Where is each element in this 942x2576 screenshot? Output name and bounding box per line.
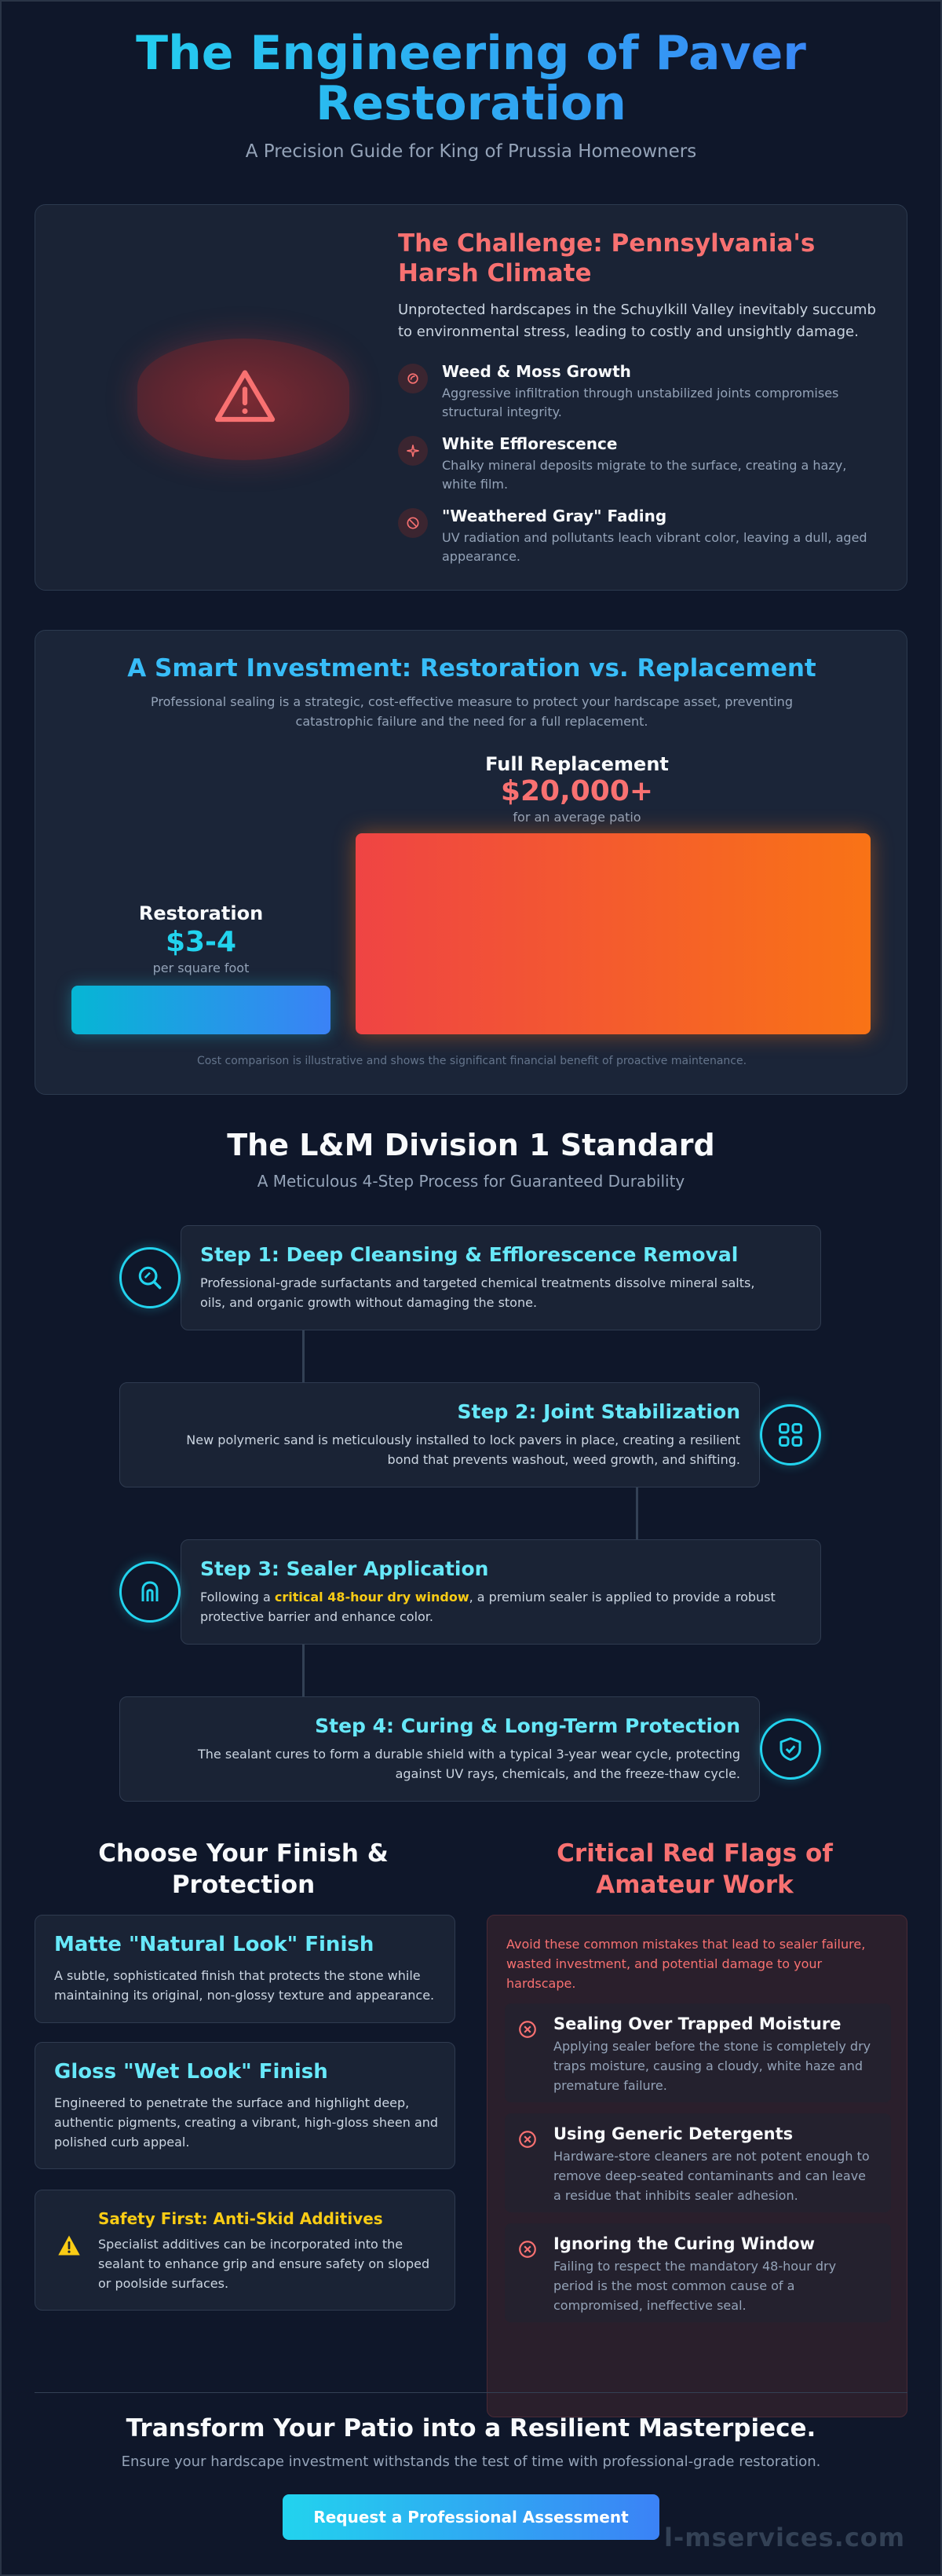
restoration-sub: per square foot <box>152 961 250 975</box>
timeline-connector <box>636 1487 638 1539</box>
investment-card: A Smart Investment: Restoration vs. Repl… <box>35 630 907 1095</box>
issue-description: Aggressive infiltration through unstabil… <box>442 386 839 419</box>
finish-option-description: A subtle, sophisticated finish that prot… <box>54 1968 435 2003</box>
process-step-1: Step 1: Deep Cleansing & Efflorescence R… <box>181 1225 821 1330</box>
step-description: Following a critical 48-hour dry window,… <box>200 1587 781 1626</box>
page-title: The Engineering of Paver Restoration <box>78 28 864 129</box>
investment-description: Professional sealing is a strategic, cos… <box>151 694 793 729</box>
x-circle-icon <box>517 2129 538 2153</box>
process-step-2: Step 2: Joint Stabilization New polymeri… <box>119 1382 760 1487</box>
red-flag-description: Applying sealer before the stone is comp… <box>553 2039 871 2093</box>
standard-title: The L&M Division 1 Standard <box>227 1128 715 1162</box>
finish-option-matte: Matte "Natural Look" Finish A subtle, so… <box>35 1915 455 2023</box>
finish-title: Choose Your Finish & Protection <box>98 1839 389 1899</box>
timeline-connector <box>302 1330 305 1382</box>
red-flag-description: Hardware-store cleaners are not potent e… <box>553 2149 870 2203</box>
warning-triangle-icon <box>214 370 276 423</box>
step-title: Step 2: Joint Stabilization <box>457 1400 740 1423</box>
replacement-bar <box>356 833 871 1034</box>
replacement-label: Full Replacement <box>485 753 669 775</box>
red-flag-item: Ignoring the Curing Window Failing to re… <box>505 2223 891 2322</box>
red-flag-title: Using Generic Detergents <box>553 2124 794 2143</box>
finish-option-title: Matte "Natural Look" Finish <box>54 1933 374 1956</box>
red-flag-title: Sealing Over Trapped Moisture <box>553 2014 842 2033</box>
footer-subtitle: Ensure your hardscape investment withsta… <box>121 2453 821 2470</box>
red-flags-intro: Avoid these common mistakes that lead to… <box>506 1937 866 1991</box>
challenge-title: The Challenge: Pennsylvania's Harsh Clim… <box>398 229 816 287</box>
dry-window-highlight: critical 48-hour dry window <box>274 1590 469 1605</box>
challenge-description: Unprotected hardscapes in the Schuylkill… <box>398 302 876 340</box>
finish-option-description: Engineered to penetrate the surface and … <box>54 2095 439 2150</box>
warning-illustration <box>137 338 349 460</box>
step-description: New polymeric sand is meticulously insta… <box>186 1433 740 1467</box>
investment-title: A Smart Investment: Restoration vs. Repl… <box>127 654 816 682</box>
finish-option-gloss: Gloss "Wet Look" Finish Engineered to pe… <box>35 2042 455 2169</box>
red-flag-title: Ignoring the Curing Window <box>553 2234 815 2253</box>
safety-description: Specialist additives can be incorporated… <box>98 2237 430 2291</box>
replacement-sub: for an average patio <box>513 810 641 825</box>
process-step-4: Step 4: Curing & Long-Term Protection Th… <box>119 1696 760 1802</box>
issue-title: White Efflorescence <box>442 434 618 453</box>
step-description-pre: Following a <box>200 1590 275 1605</box>
sparkle-icon <box>398 436 428 466</box>
red-flags-title: Critical Red Flags of Amateur Work <box>557 1839 833 1899</box>
grid-icon <box>760 1404 821 1465</box>
safety-card: Safety First: Anti-Skid Additives Specia… <box>35 2190 455 2311</box>
plant-icon <box>398 364 428 393</box>
investment-note: Cost comparison is illustrative and show… <box>196 1055 747 1067</box>
roller-icon <box>119 1561 181 1623</box>
step-description: The sealant cures to form a durable shie… <box>198 1747 740 1781</box>
process-step-3: Step 3: Sealer Application Following a c… <box>181 1539 821 1645</box>
issue-description: Chalky mineral deposits migrate to the s… <box>442 458 847 492</box>
request-assessment-button[interactable]: Request a Professional Assessment <box>283 2494 659 2540</box>
prohibited-icon <box>398 508 428 538</box>
shield-check-icon <box>760 1718 821 1780</box>
red-flag-item: Sealing Over Trapped Moisture Applying s… <box>505 2003 891 2102</box>
website-watermark: l-mservices.com <box>664 2523 906 2552</box>
footer-divider <box>35 2392 907 2393</box>
replacement-value: $20,000+ <box>500 775 654 807</box>
step-description: Professional-grade surfactants and targe… <box>200 1275 755 1310</box>
restoration-label: Restoration <box>138 902 264 924</box>
warning-icon <box>57 2234 81 2259</box>
footer-title: Transform Your Patio into a Resilient Ma… <box>126 2414 816 2442</box>
restoration-bar <box>71 986 330 1034</box>
issue-description: UV radiation and pollutants leach vibran… <box>442 530 867 564</box>
standard-subtitle: A Meticulous 4-Step Process for Guarante… <box>257 1172 685 1191</box>
step-title: Step 3: Sealer Application <box>200 1557 489 1580</box>
page-subtitle: A Precision Guide for King of Prussia Ho… <box>245 141 697 162</box>
red-flags-card: Avoid these common mistakes that lead to… <box>487 1915 907 2417</box>
step-description-post: , a premium sealer is applied to provide… <box>200 1590 776 1624</box>
magnifier-icon <box>119 1247 181 1308</box>
x-circle-icon <box>517 2239 538 2263</box>
restoration-value: $3-4 <box>165 926 237 958</box>
finish-option-title: Gloss "Wet Look" Finish <box>54 2060 328 2084</box>
red-flag-description: Failing to respect the mandatory 48-hour… <box>553 2259 837 2313</box>
safety-title: Safety First: Anti-Skid Additives <box>98 2209 383 2228</box>
red-flag-item: Using Generic Detergents Hardware-store … <box>505 2113 891 2212</box>
issue-title: Weed & Moss Growth <box>442 362 631 381</box>
step-title: Step 1: Deep Cleansing & Efflorescence R… <box>200 1243 739 1266</box>
step-title: Step 4: Curing & Long-Term Protection <box>315 1714 740 1737</box>
x-circle-icon <box>517 2019 538 2043</box>
issue-title: "Weathered Gray" Fading <box>442 507 667 525</box>
challenge-card: The Challenge: Pennsylvania's Harsh Clim… <box>35 204 907 591</box>
timeline-connector <box>302 1645 305 1696</box>
